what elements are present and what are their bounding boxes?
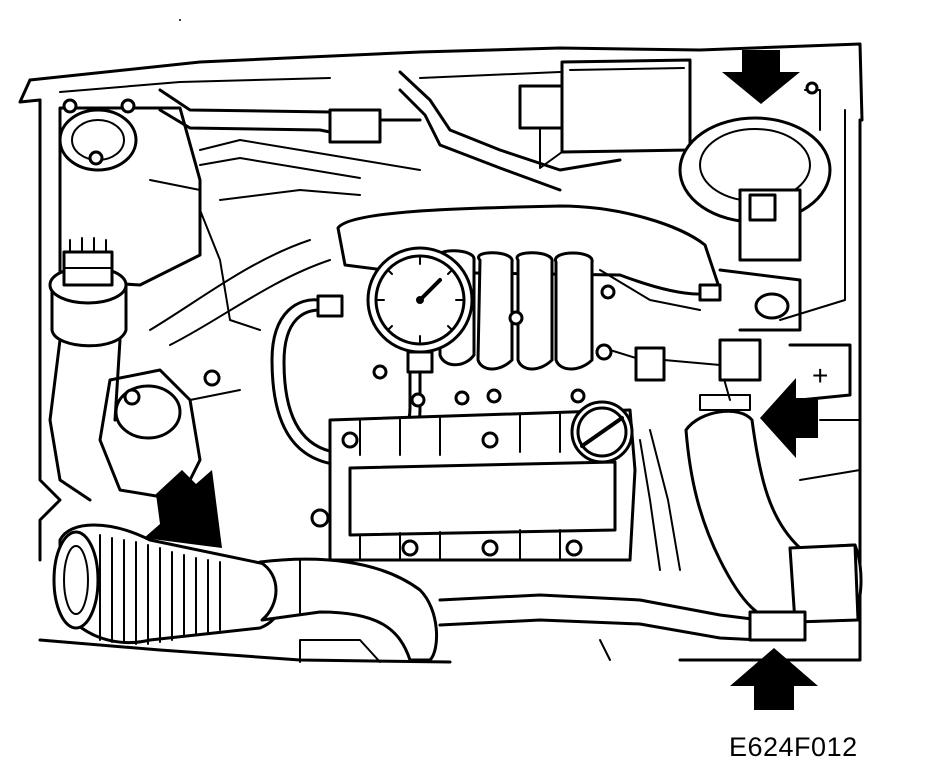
figure-code: E624F012 <box>729 732 858 762</box>
battery: + <box>788 343 852 402</box>
control-module <box>518 58 692 169</box>
oil-filler-cap <box>570 400 634 464</box>
air-intake-duct <box>52 523 283 645</box>
left-bracket <box>98 368 241 502</box>
valve-cover <box>310 408 637 562</box>
engine-bay-outline <box>18 19 864 664</box>
arrow-icon-right <box>760 378 818 458</box>
battery-terminal-label: + <box>812 360 828 391</box>
ignition-wiring <box>372 284 762 408</box>
misc-lines <box>149 209 681 661</box>
lower-hose <box>438 593 762 642</box>
brake-booster <box>678 81 832 332</box>
arrow-icon-top-right <box>722 50 800 104</box>
coolant-reservoir <box>58 98 202 287</box>
fluid-reservoir <box>48 237 128 502</box>
arrow-icon-left <box>144 470 222 548</box>
arrow-icon-bottom-right <box>730 648 818 710</box>
radiator-hose <box>684 394 863 642</box>
gauge-icon <box>366 246 474 374</box>
upper-hoses <box>158 70 622 201</box>
intake-hose <box>258 557 439 662</box>
